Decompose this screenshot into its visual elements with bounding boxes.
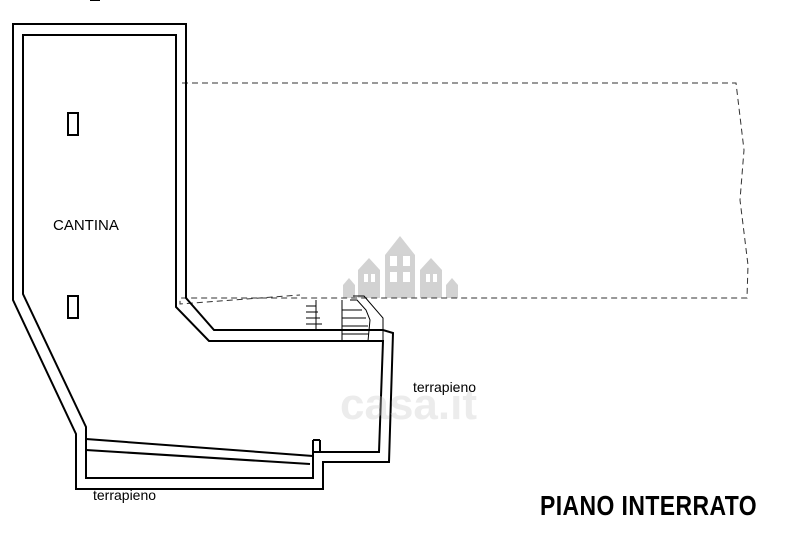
watermark-text: casa.it [340, 380, 477, 429]
dashed-outline [179, 82, 749, 305]
fill-label-right: terrapieno [413, 379, 477, 395]
inner-wall [22, 34, 385, 479]
staircase [306, 295, 384, 342]
fill-label-bottom: terrapieno [93, 487, 157, 503]
partition-wall [85, 438, 314, 465]
door-opening [312, 439, 321, 452]
window-marker [67, 112, 79, 136]
houses-logo-icon [343, 236, 458, 298]
room-label-cantina: CANTINA [53, 217, 119, 234]
outer-wall [12, 23, 395, 490]
window-marker [67, 295, 79, 319]
floor-title: PIANO INTERRATO [540, 490, 758, 521]
